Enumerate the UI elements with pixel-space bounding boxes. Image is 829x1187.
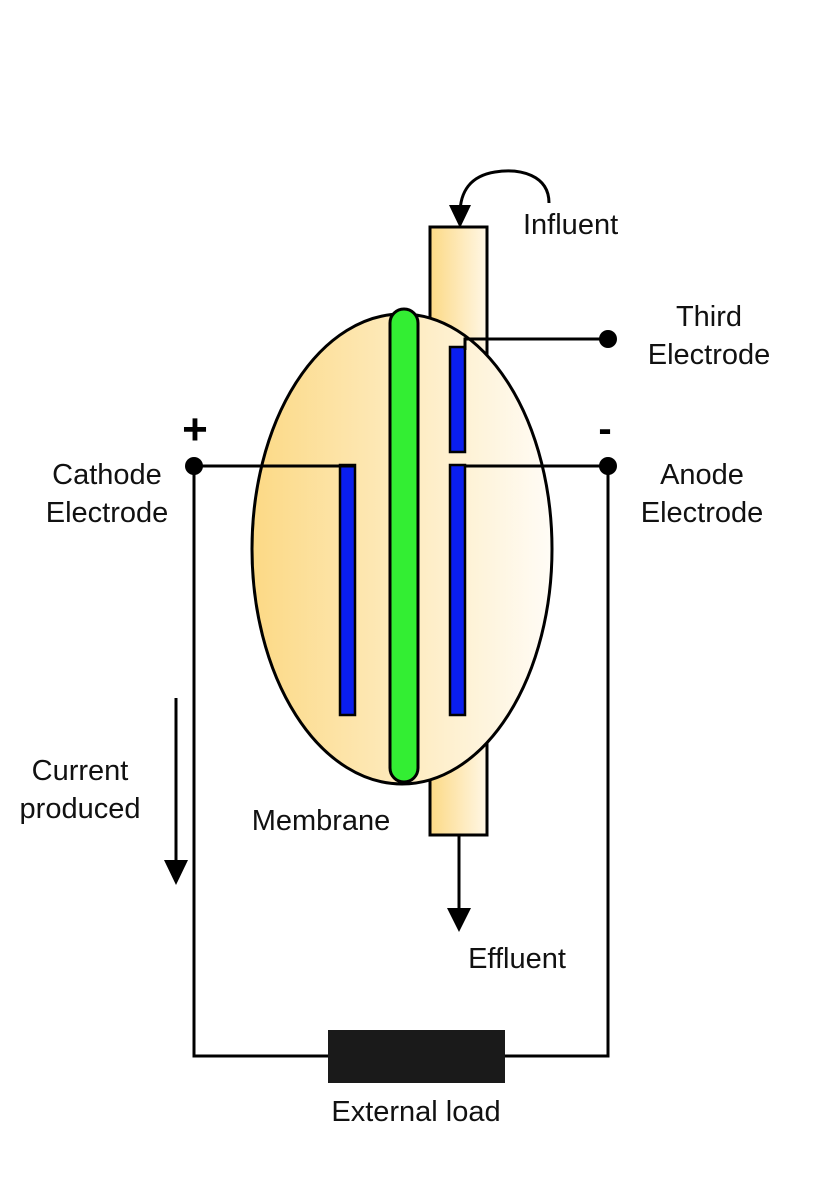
anode-label-line2: Electrode (641, 497, 764, 529)
third-electrode-plate (448, 345, 467, 454)
current-arrowhead (164, 860, 188, 885)
cathode-terminal (185, 457, 203, 475)
current-label-line2: produced (20, 793, 141, 825)
influent-label: Influent (523, 209, 618, 241)
effluent-arrowhead (447, 908, 471, 932)
plus-sign: + (182, 405, 208, 454)
third-electrode-label-line2: Electrode (648, 339, 771, 371)
current-label-line1: Current (32, 755, 129, 787)
influent-arrowhead (449, 205, 471, 228)
external-load (328, 1030, 505, 1083)
influent-arrow (458, 169, 551, 215)
cathode-electrode-plate (338, 463, 357, 717)
anode-terminal (599, 457, 617, 475)
anode-label-line1: Anode (660, 459, 744, 491)
membrane-label: Membrane (252, 805, 391, 837)
effluent-label: Effluent (468, 943, 566, 975)
third-electrode-terminal (599, 330, 617, 348)
external-load-label: External load (331, 1096, 500, 1128)
membrane (388, 307, 420, 784)
third-electrode-wire (463, 337, 608, 350)
minus-sign: - (598, 407, 611, 451)
anode-electrode-plate (448, 463, 467, 717)
cathode-label-line1: Cathode (52, 459, 162, 491)
third-electrode-label-line1: Third (676, 301, 742, 333)
cathode-label-line2: Electrode (46, 497, 169, 529)
